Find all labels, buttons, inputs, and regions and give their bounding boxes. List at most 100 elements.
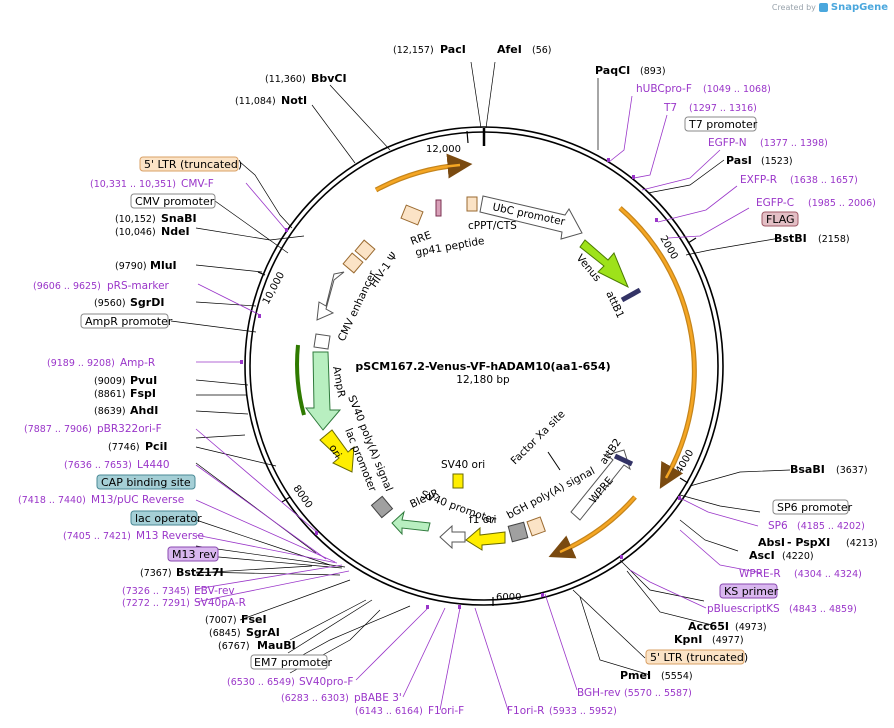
sv40pa-r-label: SV40pA-R	[194, 597, 246, 609]
bstz17i-pos: (7367)	[140, 568, 172, 579]
cppt-feature	[466, 196, 478, 212]
pbr322ori-f-range: (7887 .. 7906)	[24, 424, 92, 435]
pcii-label: PciI	[145, 440, 167, 453]
m13rev-range: (7405 .. 7421)	[63, 531, 131, 542]
cmv-enhancer-arrow	[316, 271, 345, 321]
ndei-label: NdeI	[161, 225, 190, 238]
amp-r-label: Amp-R	[120, 357, 155, 369]
exfp-r-label: EXFP-R	[740, 174, 777, 186]
pasi-label: PasI	[726, 154, 752, 167]
hadam10-arc-inner	[619, 207, 696, 479]
snapgene-logo-icon	[818, 3, 828, 12]
bbvci-label: BbvCI	[311, 72, 347, 85]
pbluescriptks-label: pBluescriptKS	[707, 603, 780, 615]
ltr-arc-top-inner	[375, 163, 461, 192]
bstbi-pos: (2158)	[818, 234, 850, 245]
tick-8000-mark	[281, 496, 291, 503]
f1ori-f-range: (6143 .. 6164)	[355, 706, 423, 717]
sp6-label: SP6	[768, 520, 788, 532]
kpni-pos: (4977)	[712, 635, 744, 646]
sgrai-label: SgrAI	[246, 626, 280, 639]
plasmid-length: 12,180 bp	[456, 374, 510, 386]
cmv-promoter-box-label: CMV promoter	[135, 195, 215, 208]
attb1-feature	[620, 287, 642, 303]
tick-4000-mark	[679, 477, 689, 484]
ahdi-pos: (8639)	[94, 406, 126, 417]
ks-primer-box	[719, 583, 778, 599]
tick-8000: 8000	[291, 483, 315, 510]
plasmid-name: pSCM167.2-Venus-VF-hADAM10(aa1-654)	[355, 360, 610, 373]
hubcpro-f-label: hUBCpro-F	[636, 83, 692, 95]
sv40pro-f-range: (6530 .. 6549)	[227, 677, 295, 688]
fsei-pos: (7007)	[205, 615, 237, 626]
l4440-range: (7636 .. 7653)	[64, 460, 132, 471]
wpre-r-label: WPRE-R	[739, 568, 781, 580]
noti-pos: (11,084)	[235, 96, 276, 107]
wpre-r-range: (4304 .. 4324)	[794, 569, 862, 580]
t7-range: (1297 .. 1316)	[689, 103, 757, 114]
tick-12000: 12,000	[426, 144, 461, 155]
attb1-label: attB1	[603, 289, 626, 320]
f1-ori-label: f1 ori	[469, 514, 496, 526]
paci-label: PacI	[440, 43, 466, 56]
cmv-f-label: CMV-F	[181, 178, 214, 190]
egfp-n-range: (1377 .. 1398)	[760, 138, 828, 149]
ori-label: ori	[326, 443, 343, 461]
pmei-pos: (5554)	[661, 671, 693, 682]
snabi-pos: (10,152)	[115, 214, 156, 225]
bstz17i-label: BstZ17I	[176, 566, 224, 579]
egfp-c-range: (1985 .. 2006)	[808, 198, 876, 209]
rre-feature	[400, 204, 424, 226]
sp6-promoter-box	[772, 499, 849, 515]
snabi-label: SnaBI	[161, 212, 197, 225]
pvui-pos: (9009)	[94, 376, 126, 387]
pvui-label: PvuI	[130, 374, 157, 387]
ebv-rev-range: (7326 .. 7345)	[122, 586, 190, 597]
mlui-pos: (9790)	[115, 261, 147, 272]
pasi-pos: (1523)	[761, 156, 793, 167]
venus-arrow	[579, 239, 629, 289]
sgrai-pos: (6845)	[209, 628, 241, 639]
fspi-label: FspI	[130, 387, 156, 400]
ltr-box-right-label: 5' LTR (truncated)	[650, 651, 748, 664]
flag-box-label: FLAG	[766, 213, 795, 226]
m13-rev-box	[167, 546, 219, 562]
t7-promoter-box	[684, 116, 757, 132]
bgh-rev-range: (5570 .. 5587)	[624, 688, 692, 699]
sv40-ori-label: SV40 ori	[441, 459, 485, 471]
kpni-label: KpnI	[674, 633, 702, 646]
flag-box	[761, 211, 799, 227]
m13rev-label: M13 Reverse	[136, 530, 204, 542]
em7-promoter-box	[250, 654, 328, 670]
sp6-promoter-box-label: SP6 promoter	[777, 501, 853, 514]
bgh-rev-label: BGH-rev	[577, 687, 621, 699]
afei-pos: (56)	[532, 45, 552, 56]
exfp-r-range: (1638 .. 1657)	[790, 175, 858, 186]
pspxi-pos: (4213)	[846, 538, 878, 549]
maubi-label: MauBI	[257, 639, 296, 652]
prs-marker-range: (9606 .. 9625)	[33, 281, 101, 292]
ks-primer-box-label: KS primer	[724, 585, 779, 598]
asci-pos: (4220)	[782, 551, 814, 562]
ori-arrow	[319, 429, 355, 473]
cppt-label: cPPT/CTS	[468, 220, 517, 232]
t7-label: T7	[663, 102, 677, 114]
sv40-promoter-arrow	[439, 524, 466, 550]
ltr-arc-bottom	[548, 495, 637, 559]
em7-promoter-box-label: EM7 promoter	[254, 656, 332, 669]
ampr-label: AmpR	[330, 365, 347, 398]
egfp-c-label: EGFP-C	[756, 197, 794, 209]
ahdi-label: AhdI	[130, 404, 158, 417]
cap-site-box-label: CAP binding site	[101, 476, 191, 489]
pbluescriptks-range: (4843 .. 4859)	[789, 604, 857, 615]
m13-rev-box-label: M13 rev	[172, 548, 217, 561]
tick-10000: 10,000	[261, 270, 287, 306]
tick-12000-mark	[466, 130, 469, 144]
sgrdi-pos: (9560)	[94, 298, 126, 309]
tick-2000-mark	[687, 237, 697, 244]
attb2-feature	[613, 453, 634, 467]
ampr-promoter-box-label: AmpR promoter	[85, 315, 173, 328]
f1ori-f-label: F1ori-F	[428, 705, 464, 717]
bgh-feature	[507, 521, 529, 543]
